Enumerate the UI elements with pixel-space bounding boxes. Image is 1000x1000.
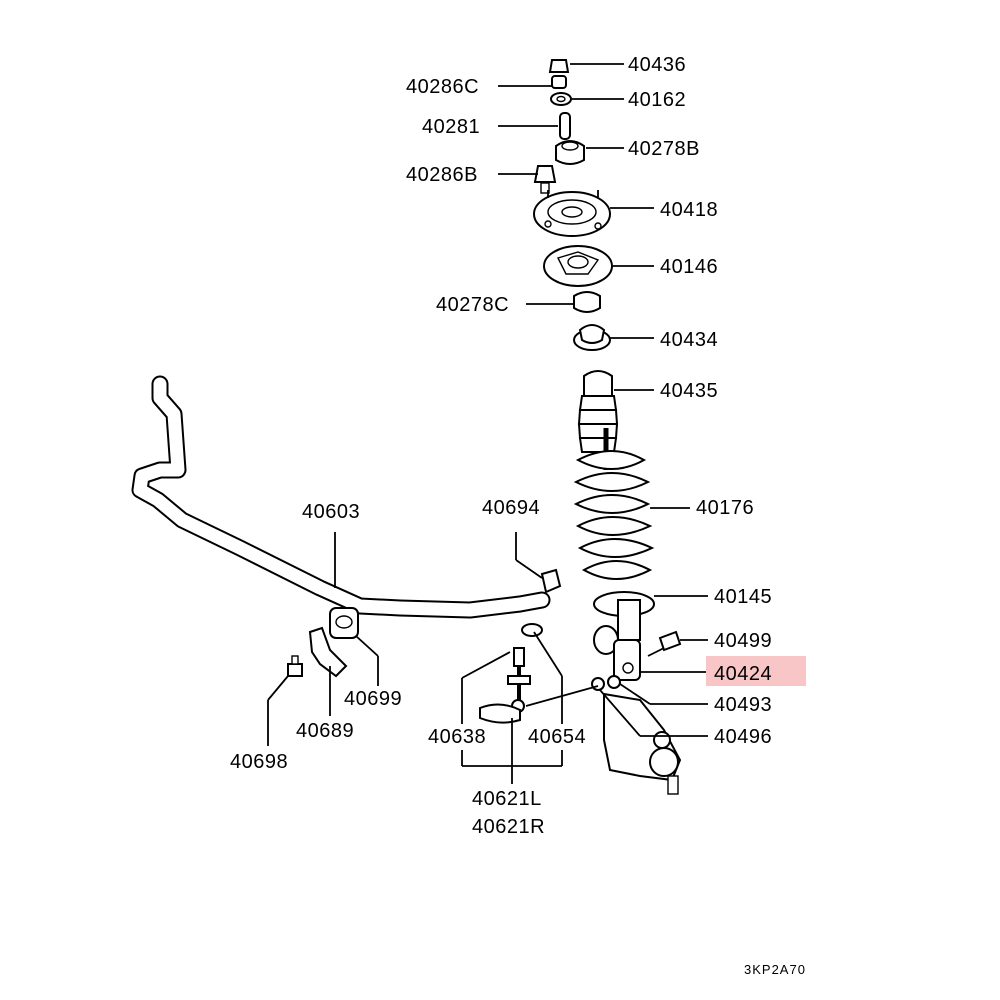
part-40418-upper-mount — [533, 190, 611, 237]
part-40281-collar — [559, 112, 571, 140]
part-40278C — [573, 291, 601, 313]
part-40698-bolt — [287, 655, 303, 677]
label-40281: 40281 — [422, 116, 480, 138]
part-40499-bolt — [647, 630, 682, 657]
label-40286B: 40286B — [406, 164, 478, 186]
part-40176-coil-spring — [573, 428, 655, 580]
label-40146: 40146 — [660, 256, 718, 278]
label-40694: 40694 — [482, 497, 540, 519]
label-40418: 40418 — [660, 199, 718, 221]
part-40694-bushing — [540, 568, 562, 594]
part-40493 — [591, 675, 621, 691]
label-40145: 40145 — [714, 586, 772, 608]
label-40436: 40436 — [628, 54, 686, 76]
label-40162: 40162 — [628, 89, 686, 111]
label-40493: 40493 — [714, 694, 772, 716]
label-40698: 40698 — [230, 751, 288, 773]
label-40621L: 40621L — [472, 788, 542, 810]
part-40699-bushing — [329, 607, 359, 639]
label-40496: 40496 — [714, 726, 772, 748]
part-40621-stabilizer-link — [479, 623, 543, 724]
label-40434: 40434 — [660, 329, 718, 351]
label-40689: 40689 — [296, 720, 354, 742]
label-40286C: 40286C — [406, 76, 479, 98]
strut-assembly — [533, 59, 682, 795]
label-40654: 40654 — [528, 726, 586, 748]
part-40286B-nut — [533, 165, 557, 183]
label-40435: 40435 — [660, 380, 718, 402]
part-40145-spring-seat — [593, 591, 655, 641]
label-40278C: 40278C — [436, 294, 509, 316]
label-40278B: 40278B — [628, 138, 700, 160]
label-40638: 40638 — [428, 726, 486, 748]
label-40699: 40699 — [344, 688, 402, 710]
label-40603: 40603 — [302, 501, 360, 523]
part-40424-bracket — [593, 625, 641, 681]
label-40621R: 40621R — [472, 816, 545, 838]
diagram-code: 3KP2A70 — [744, 962, 806, 977]
label-40176: 40176 — [696, 497, 754, 519]
part-40286C — [551, 75, 567, 89]
part-40603-stabilizer-bar — [131, 375, 551, 619]
part-40434 — [573, 324, 611, 351]
label-40424: 40424 — [714, 663, 772, 685]
label-40499: 40499 — [714, 630, 772, 652]
part-40436-nut — [548, 59, 570, 73]
leader-lines — [267, 63, 708, 784]
part-40689-bracket — [308, 626, 348, 678]
part-40146-insulator — [543, 245, 613, 287]
highlight-box — [706, 656, 806, 686]
part-40435-bump-stopper — [577, 370, 619, 453]
